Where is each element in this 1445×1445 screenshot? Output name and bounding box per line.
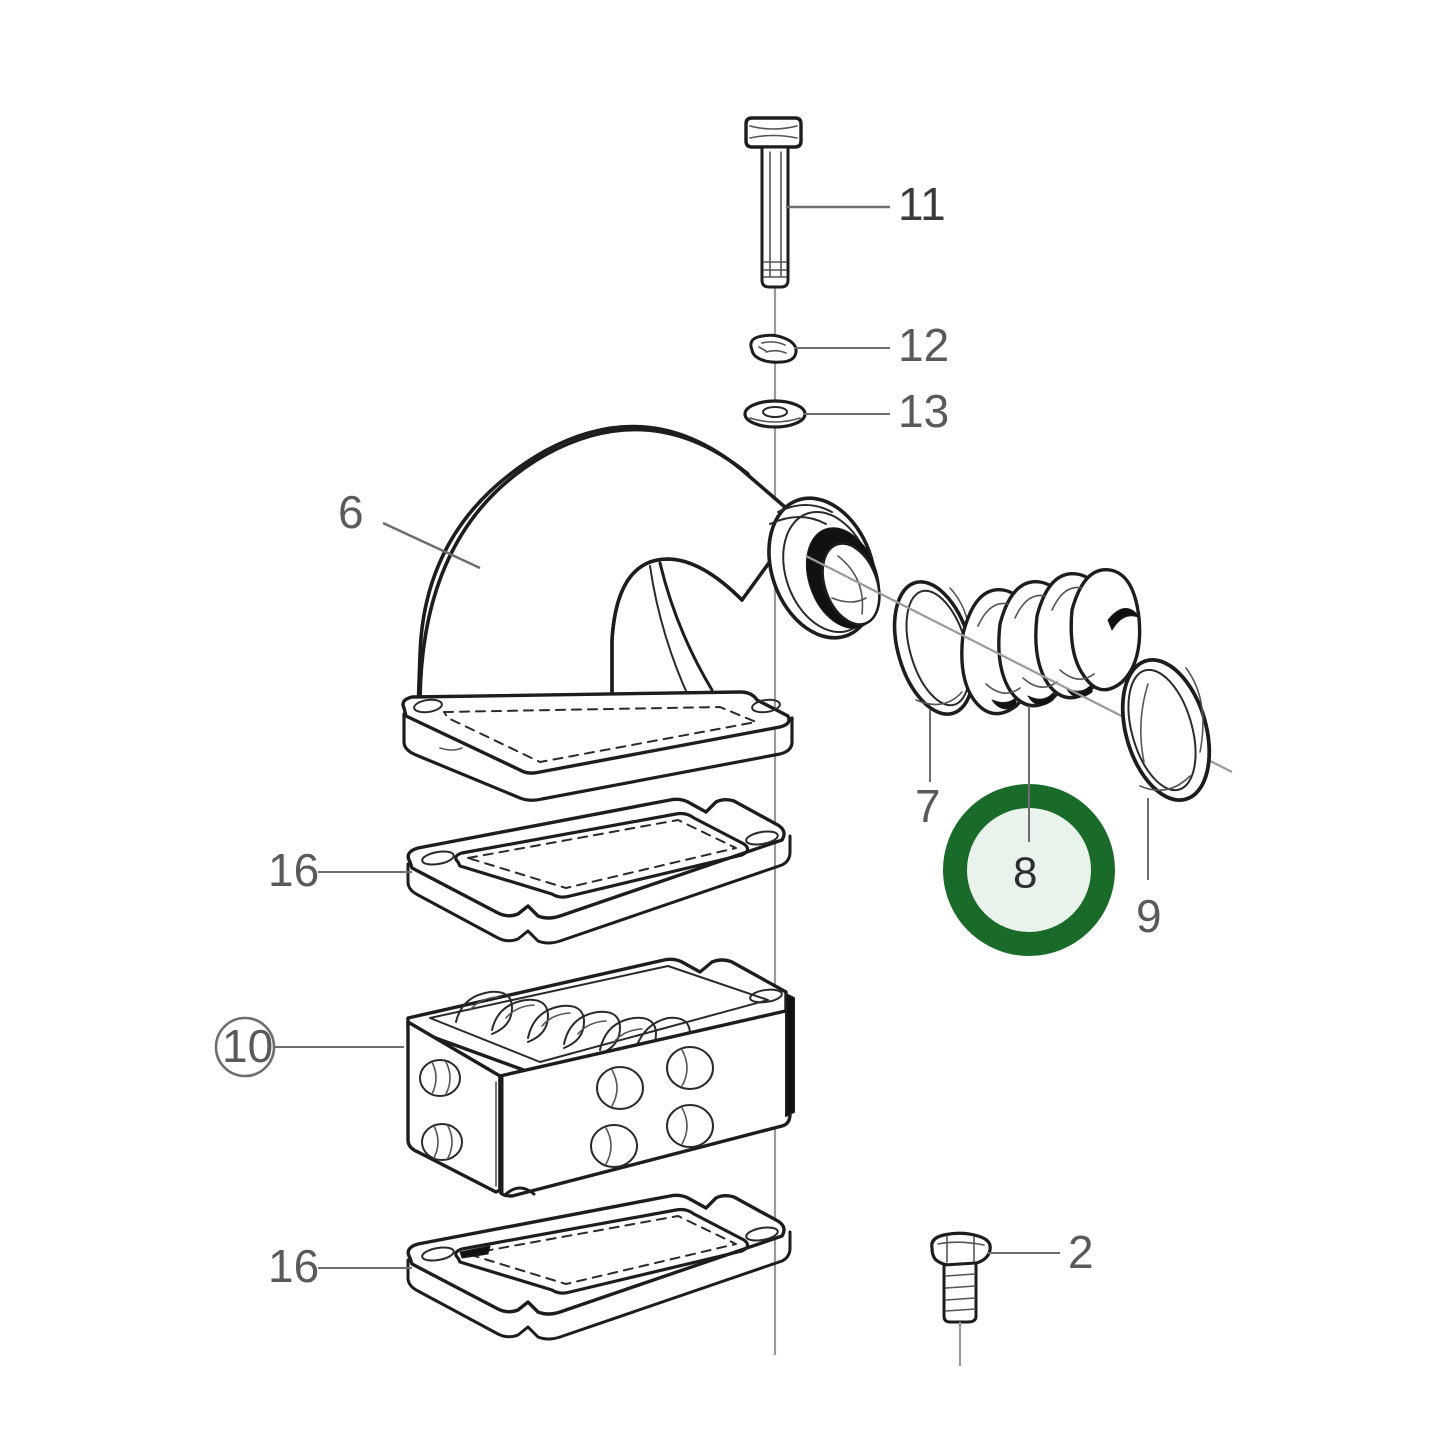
part-bellows-hose: [960, 568, 1142, 716]
elbow-flange: [401, 690, 794, 802]
part-washer: [743, 399, 807, 429]
callout-label-10: 10: [222, 1020, 273, 1072]
part-long-bolt: [744, 116, 803, 289]
callout-label-11: 11: [898, 178, 946, 230]
block-ports-left: [419, 1059, 463, 1161]
part-intake-elbow: [401, 424, 881, 802]
callout-label-8: 8: [1013, 849, 1037, 898]
callout-label-13: 13: [898, 385, 949, 437]
highlight-inner-fill: [961, 802, 1097, 938]
callout-label-2: 2: [1068, 1226, 1094, 1278]
part-seal-ring-left: [892, 580, 976, 716]
callout-label-7: 7: [915, 780, 941, 832]
callout-label-9: 9: [1136, 890, 1162, 942]
callout-label-12: 12: [898, 319, 949, 371]
part-gasket-upper: [406, 797, 792, 945]
callout-label-16-upper: 16: [268, 844, 319, 896]
callout-label-6: 6: [338, 486, 364, 538]
callout-label-16-lower: 16: [268, 1240, 319, 1292]
part-manifold-block: [406, 957, 795, 1198]
elbow-socket: [767, 496, 881, 640]
part-gasket-lower: [406, 1193, 792, 1341]
leader-line-6: [382, 521, 481, 570]
block-ports-front: [590, 1046, 714, 1168]
callout-badge-10[interactable]: [214, 1016, 404, 1078]
part-seal-ring-right: [1120, 658, 1212, 802]
block-fins: [455, 990, 691, 1059]
part-hex-bolt: [930, 1231, 992, 1366]
part-lock-clip: [749, 333, 798, 364]
